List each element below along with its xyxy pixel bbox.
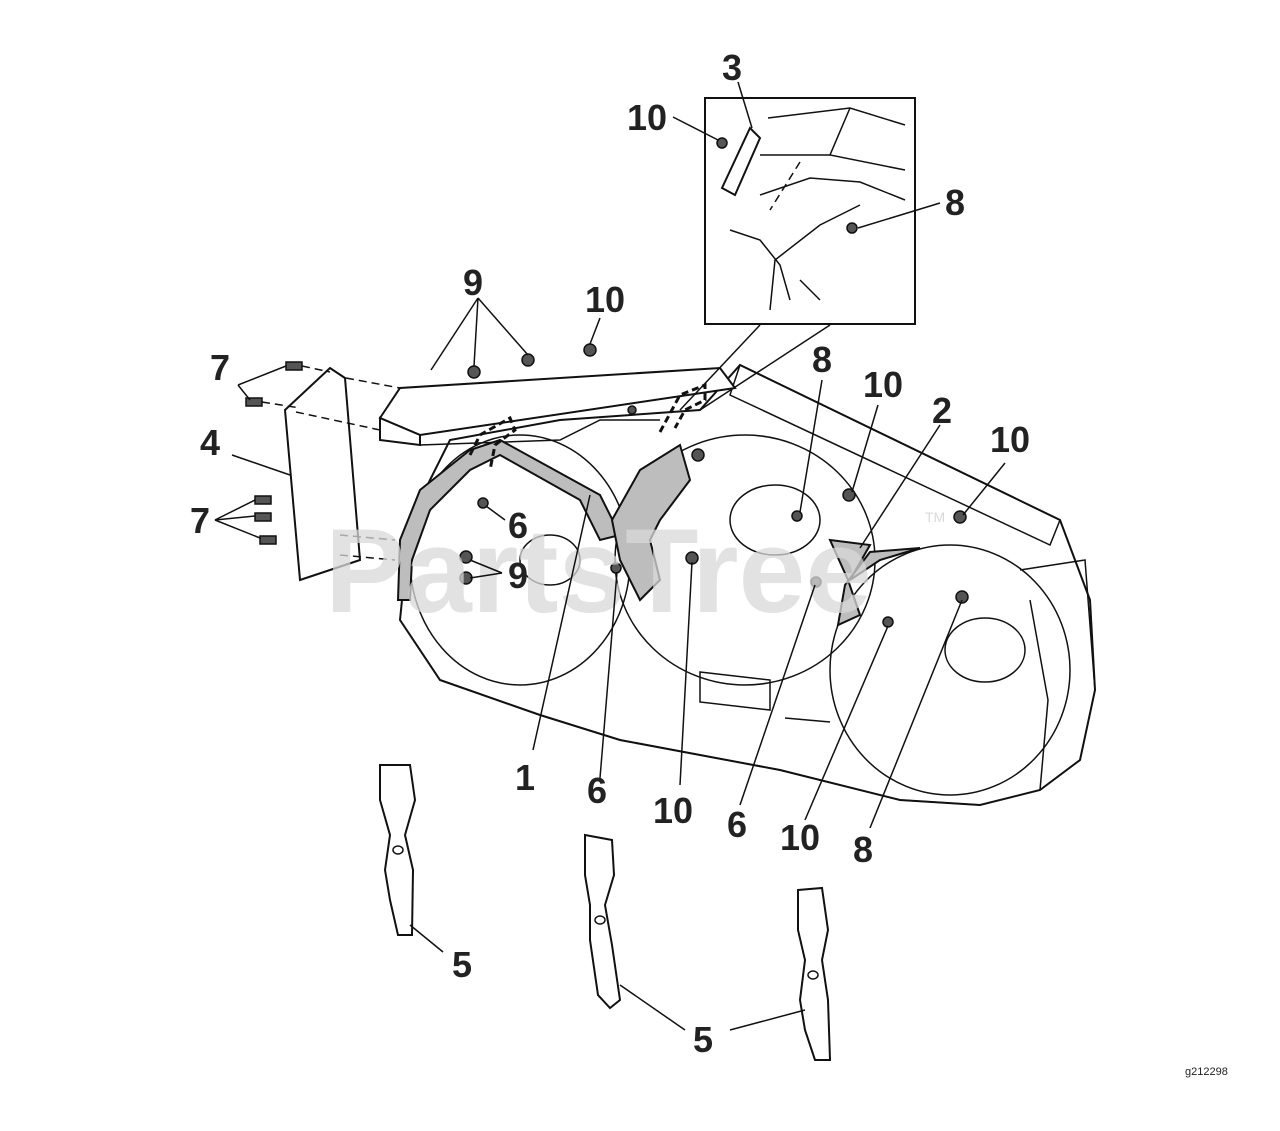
callout-6-right: 6 bbox=[727, 804, 747, 845]
callout-2: 2 bbox=[932, 390, 952, 431]
mower-deck-housing bbox=[398, 363, 1097, 807]
callout-10-bottom-right: 10 bbox=[780, 817, 820, 858]
callout-9-top: 9 bbox=[463, 262, 483, 303]
leader-lines bbox=[214, 81, 1006, 1031]
callout-3: 3 bbox=[722, 47, 742, 88]
right-blade-chamber bbox=[829, 544, 1071, 796]
callout-8-bottom: 8 bbox=[853, 829, 873, 870]
right-spindle-opening bbox=[944, 617, 1026, 683]
mulch-baffle-right bbox=[828, 538, 921, 627]
watermark-text: PartsTree bbox=[325, 504, 872, 638]
callout-9-bottom: 9 bbox=[508, 555, 528, 596]
callout-10-far-right: 10 bbox=[990, 419, 1030, 460]
callout-10-top: 10 bbox=[585, 279, 625, 320]
left-spindle-opening bbox=[519, 534, 581, 586]
callout-8-right: 8 bbox=[812, 339, 832, 380]
mulch-baffle-left bbox=[396, 438, 692, 602]
callout-7-top: 7 bbox=[210, 347, 230, 388]
callout-1: 1 bbox=[515, 757, 535, 798]
blade-left bbox=[379, 764, 417, 936]
callout-10-inset: 10 bbox=[627, 97, 667, 138]
callout-6-left: 6 bbox=[508, 505, 528, 546]
callout-4: 4 bbox=[200, 422, 220, 463]
blade-center bbox=[584, 833, 622, 1010]
watermark-trademark: TM bbox=[925, 509, 945, 525]
callout-10-right: 10 bbox=[863, 364, 903, 405]
callout-5-left: 5 bbox=[452, 944, 472, 985]
callout-7-bottom: 7 bbox=[190, 500, 210, 541]
figure-reference: g212298 bbox=[1185, 1066, 1228, 1078]
callout-labels: 3 10 8 9 10 7 4 7 6 9 8 10 2 10 1 6 10 6… bbox=[190, 47, 1030, 1060]
callout-5-bottom: 5 bbox=[693, 1019, 713, 1060]
center-spindle-opening bbox=[729, 484, 821, 556]
blade-right bbox=[797, 886, 832, 1061]
callout-10-center: 10 bbox=[653, 790, 693, 831]
bolts-set bbox=[245, 361, 401, 561]
callout-8-inset: 8 bbox=[945, 182, 965, 223]
callout-6-center: 6 bbox=[587, 770, 607, 811]
